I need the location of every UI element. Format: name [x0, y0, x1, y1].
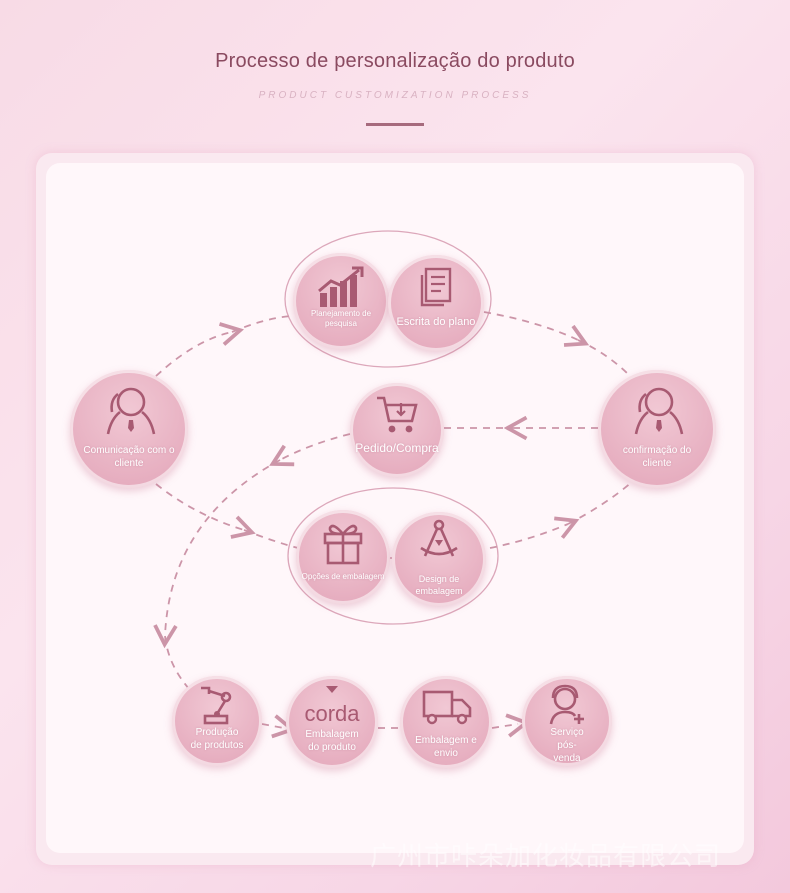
node-label: Escrita do plano: [396, 316, 476, 328]
node-product-packaging: corda Embalagem do produto: [286, 676, 378, 768]
node-after-sales-service: Serviço pós-venda: [522, 676, 612, 766]
connector-shipping-aftersales: [491, 713, 531, 738]
node-label: Pedido/Compra: [355, 441, 439, 455]
node-order-purchase: Pedido/Compra: [350, 383, 444, 477]
node-packaging-options: Opções de embalagem: [296, 510, 390, 604]
connector-production-packaging: [261, 714, 297, 739]
node-label: Produção de produtos: [190, 727, 244, 751]
robot-arm-icon: [201, 686, 232, 725]
title-underline: [366, 123, 424, 126]
node-label: Embalagem do produto: [305, 729, 359, 753]
node-customer-confirmation: confirmação do cliente: [598, 370, 716, 488]
support-agent-icon: [549, 684, 584, 725]
connector-order-production: [269, 433, 351, 467]
page-title: Processo de personalização do produto: [215, 50, 575, 72]
node-label: Comunicação com o cliente: [83, 445, 175, 469]
node-label: Opções de embalagem: [301, 572, 385, 581]
customer-service-icon: [634, 387, 684, 435]
compass-icon: [420, 519, 458, 557]
node-plan-writing: Escrita do plano: [388, 255, 484, 351]
down-triangle-icon: [326, 686, 338, 693]
node-label: Serviço pós-venda: [550, 727, 584, 764]
node-label: confirmação do cliente: [622, 445, 692, 469]
node-word: corda: [304, 701, 360, 726]
node-product-production: Produção de produtos: [172, 676, 262, 766]
bar-chart-icon: [318, 266, 364, 307]
truck-icon: [422, 690, 472, 725]
group-ellipse-top: [284, 230, 492, 368]
connector-design-confirmation: [489, 516, 580, 549]
customer-service-icon: [106, 387, 156, 435]
node-packing-shipping: Embalagem e envio: [400, 676, 492, 768]
group-ellipse-middle: [287, 487, 499, 625]
page-subtitle: PRODUCT CUSTOMIZATION PROCESS: [258, 90, 532, 101]
gift-box-icon: [323, 524, 363, 565]
connector-communication-planning: [155, 322, 245, 377]
company-watermark: 广州市咔朵加化妆品有限公司: [370, 842, 722, 872]
node-label: Design de embalagem: [415, 574, 463, 596]
node-customer-communication: Comunicação com o cliente: [70, 370, 188, 488]
connector-writing-confirmation: [483, 311, 590, 347]
node-label: Planejamento de pesquisa: [310, 309, 372, 329]
shopping-cart-icon: [377, 396, 418, 433]
node-research-planning: Planejamento de pesquisa: [293, 253, 389, 349]
node-label: Embalagem e envio: [415, 735, 477, 759]
document-icon: [420, 267, 452, 307]
connector-communication-packaging: [155, 483, 256, 539]
node-packaging-design: Design de embalagem: [392, 512, 486, 606]
